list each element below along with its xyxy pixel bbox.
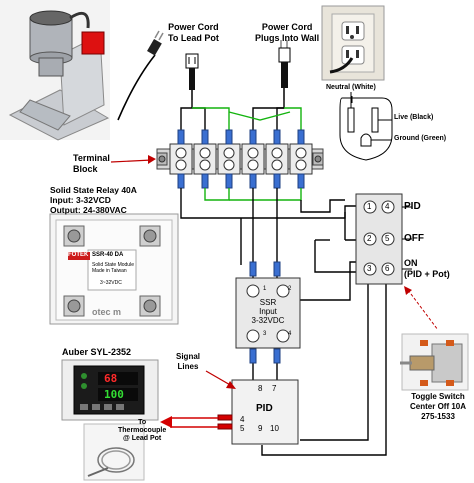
leader-lines xyxy=(110,96,439,389)
auber-label: Auber SYL-2352 xyxy=(62,347,132,357)
ferrules-bottom xyxy=(177,173,305,189)
ssr-block-name: SSR xyxy=(259,298,277,307)
pid-terminal-5: 5 xyxy=(240,424,245,433)
live-label: Live (Black) xyxy=(394,114,434,121)
ssr-photo xyxy=(49,213,179,325)
pid-terminal-10: 10 xyxy=(270,424,279,433)
ssr-output-spec: Output: 24-380VAC xyxy=(50,205,127,215)
pid-photo-sv: 100 xyxy=(104,388,124,401)
pid-terminal-9: 9 xyxy=(258,424,263,433)
label-line: Thermocouple xyxy=(118,427,167,434)
label-line: Terminal xyxy=(73,153,110,163)
switch-terminal-4: 4 xyxy=(385,202,390,211)
label-line: ON xyxy=(404,258,418,268)
ssr-photo-brand: FOTEK xyxy=(68,252,89,258)
switch-terminal-5: 5 xyxy=(385,234,390,243)
input-wires xyxy=(180,100,302,130)
ssr-terminal-4: 4 xyxy=(288,331,292,337)
ferrules-top xyxy=(177,129,305,145)
pid-photo-pv: 68 xyxy=(104,372,118,385)
label-line: Signal xyxy=(176,352,201,361)
switch-terminal-2: 2 xyxy=(367,234,372,243)
switch-on-label: ON (PID + Pot) xyxy=(404,258,450,280)
label-line: Power Cord xyxy=(168,22,219,32)
ssr-block-range: 3-32VDC xyxy=(251,316,285,325)
label-line: @ Lead Pot xyxy=(122,435,162,442)
label-line: (PID + Pot) xyxy=(404,269,450,279)
ssr-terminal-3: 3 xyxy=(263,331,267,337)
neutral-label: Neutral (White) xyxy=(326,84,376,91)
switch-off-label: OFF xyxy=(404,233,424,244)
label-line: Center Off 10A xyxy=(410,402,467,411)
ssr-photo-desc: Solid State Module Made in Taiwan xyxy=(92,262,134,274)
thermocouple-label: To Thermocouple @ Lead Pot xyxy=(118,419,166,443)
label-line: Made in Taiwan xyxy=(92,268,127,274)
switch-diagram xyxy=(355,193,412,285)
pid-terminal-7: 7 xyxy=(272,384,277,393)
pid-block xyxy=(160,379,299,445)
pid-photo xyxy=(61,359,159,421)
lead-pot-socket xyxy=(185,53,199,100)
label-line: Lines xyxy=(177,362,199,371)
label-line: Plugs Into Wall xyxy=(255,33,320,43)
terminal-block-label: Terminal Block xyxy=(73,153,110,175)
signal-lines-label: Signal Lines xyxy=(176,352,200,372)
ssr-spec-label: Solid State Relay 40A Input: 3-32VCD Out… xyxy=(50,185,137,215)
ssr-photo-model: SSR-40 DA xyxy=(92,252,124,258)
terminal-block xyxy=(156,143,324,175)
ssr-block-input: Input xyxy=(259,307,277,316)
ground-label: Ground (Green) xyxy=(394,135,447,142)
ssr-photo-input: 3~32VDC xyxy=(100,280,122,286)
ssr-block-text: SSR Input 3-32VDC xyxy=(236,298,300,325)
lead-pot-image xyxy=(0,0,110,141)
terminal-screws xyxy=(169,143,313,175)
lead-pot-plug xyxy=(117,30,164,121)
label-line: 275-1533 xyxy=(421,412,455,421)
ssr-terminal-1: 1 xyxy=(263,286,267,292)
ssr-terminal-2: 2 xyxy=(288,286,292,292)
wall-outlet-image xyxy=(321,5,385,81)
switch-terminal-1: 1 xyxy=(367,202,372,211)
wall-plug xyxy=(278,40,291,100)
label-line: Power Cord xyxy=(261,22,313,32)
pid-terminal-4: 4 xyxy=(240,415,245,424)
switch-pid-label: PID xyxy=(404,201,421,212)
label-line: Solid State Module xyxy=(92,262,134,268)
ssr-title: Solid State Relay 40A xyxy=(50,185,137,195)
power-cord-wall-label: Power Cord Plugs Into Wall xyxy=(255,22,319,44)
label-line: To xyxy=(138,419,147,426)
toggle-switch-photo xyxy=(400,333,469,391)
pid-block-name: PID xyxy=(256,403,273,414)
toggle-switch-label: Toggle Switch Center Off 10A 275-1533 xyxy=(410,392,466,422)
ssr-photo-footer: otec m xyxy=(92,307,122,317)
pid-terminal-8: 8 xyxy=(258,384,263,393)
thermocouple-image xyxy=(83,423,145,481)
power-cord-lead-pot-label: Power Cord To Lead Pot xyxy=(168,22,219,44)
label-line: Block xyxy=(73,164,98,174)
label-line: To Lead Pot xyxy=(168,33,219,43)
switch-terminal-6: 6 xyxy=(385,264,390,273)
plug-face-diagram xyxy=(339,92,393,161)
label-line: Toggle Switch xyxy=(411,392,465,401)
ssr-block xyxy=(235,261,301,364)
switch-terminal-3: 3 xyxy=(367,264,372,273)
ssr-input-spec: Input: 3-32VCD xyxy=(50,195,111,205)
